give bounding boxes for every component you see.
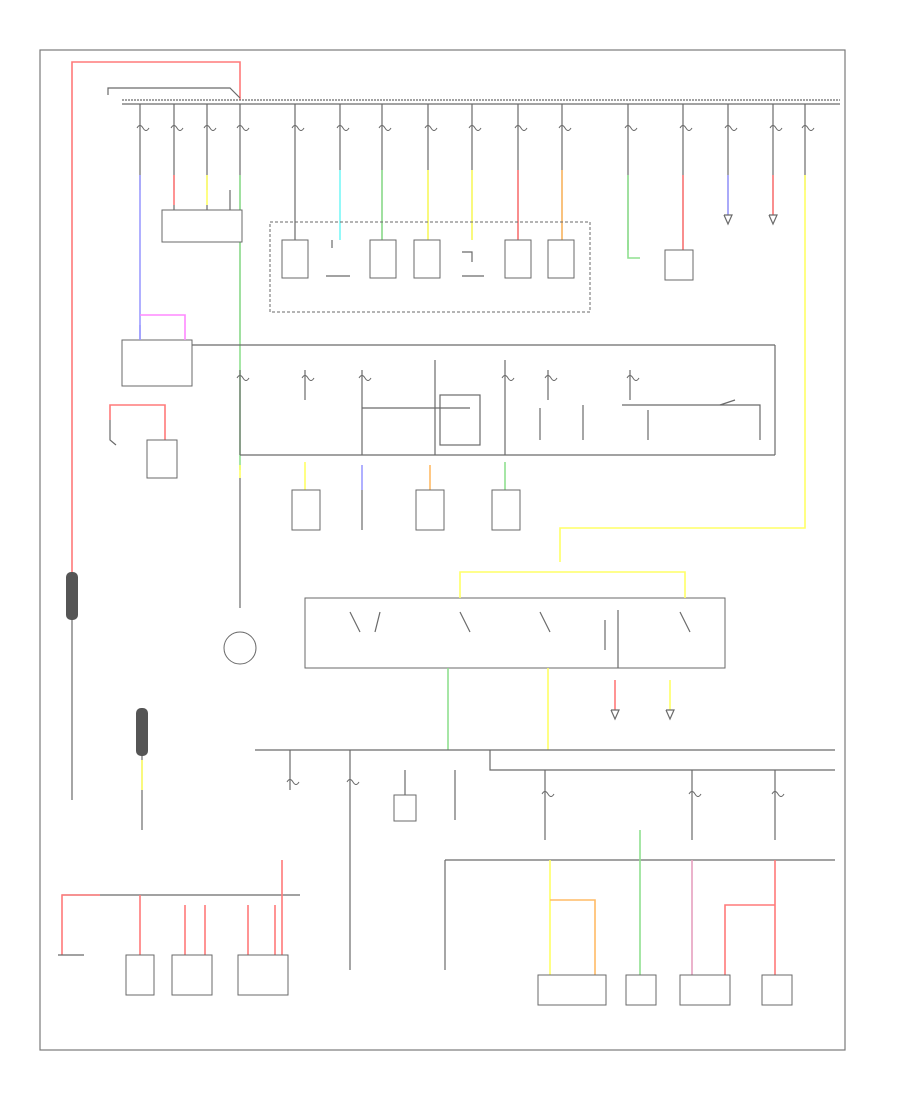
relay-small-symbols [326,240,484,277]
fuse-symbols-second-row [236,375,640,381]
relay-right-top [664,249,694,281]
module-left-middle [121,339,193,387]
motor-symbol [223,631,257,665]
battery-red-wire-mid [109,404,166,440]
ground-symbols-top-right [723,214,778,226]
yellow-switch-bus [459,571,686,598]
small-relay-bottom [393,794,417,822]
third-row-wires [239,462,506,490]
switch-output-wires [447,668,671,750]
bottom-colored-wires [549,830,776,975]
ground-symbols-switch [610,709,675,721]
fuse-symbols-top [136,125,815,131]
battery-feed-red [71,61,241,575]
yellow-feed-right [559,175,806,562]
switch-bank [304,597,726,669]
inline-connector-2 [136,708,148,756]
bottom-devices [537,974,793,1006]
second-row-drops [239,360,631,455]
battery-ground-stub [109,420,117,446]
right-side-small-boxes [539,399,761,440]
green-wire-right-top [627,240,640,259]
switch-internal-lines [349,610,691,668]
relay-boxes [281,239,575,279]
control-module-pins [173,190,231,210]
inline-connector-1 [66,572,78,620]
magenta-wire [140,314,186,340]
feed-wire-to-top-bus [107,87,241,99]
bottom-left-red-wires [61,894,276,955]
third-row-devices [291,489,521,531]
third-row-stubs [239,478,363,608]
battery-box [146,439,178,479]
bottom-fuse-drops [289,750,835,970]
relay-enclosure [269,221,591,313]
fuse-symbols-bottom [286,779,785,797]
bottom-left-devices [125,954,289,996]
control-module-top-left [161,209,243,243]
diagram-frame [39,49,846,1051]
